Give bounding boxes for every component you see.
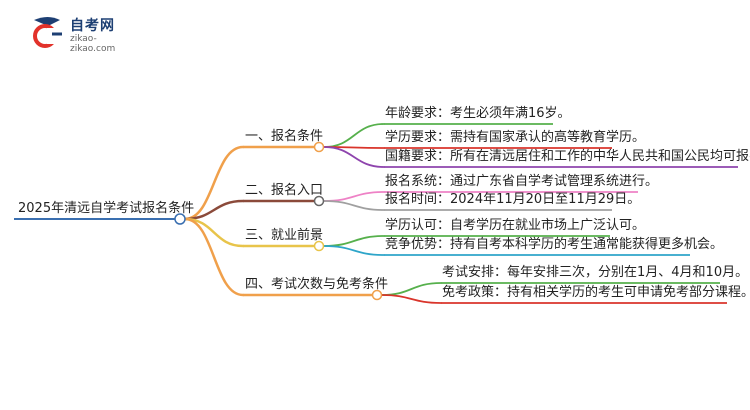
branch-node <box>313 141 325 153</box>
branch-node <box>313 195 325 207</box>
leaf-label: 报名时间：2024年11月20日至11月29日。 <box>385 192 641 207</box>
branch-node <box>313 240 325 252</box>
leaf-label: 报名系统：通过广东省自学考试管理系统进行。 <box>385 174 659 189</box>
leaf-label: 国籍要求：所有在清远居住和工作的中华人民共和国公民均可报名。 <box>385 149 750 164</box>
branch-node <box>371 289 383 301</box>
branch-to-leaf-connector <box>323 200 385 211</box>
branch-to-leaf-connector <box>323 235 385 247</box>
site-logo[interactable]: 自考网 zikao-zikao.com <box>30 14 140 54</box>
branch-label: 一、报名条件 <box>245 129 324 144</box>
root-node <box>174 213 186 225</box>
branch-to-leaf-connector <box>323 191 385 202</box>
logo-title: 自考网 <box>70 18 115 34</box>
logo-url: zikao-zikao.com <box>70 34 116 54</box>
branch-to-leaf-connector <box>381 282 442 296</box>
branch-to-leaf-connector <box>323 146 385 168</box>
root-to-branch-connector <box>183 217 245 297</box>
leaf-label: 竞争优势：持有自考本科学历的考生通常能获得更多机会。 <box>385 237 724 252</box>
branch-label: 四、考试次数与免考条件 <box>245 277 389 292</box>
leaf-label: 年龄要求：考生必须年满16岁。 <box>385 106 571 121</box>
leaf-label: 免考政策：持有相关学历的考生可申请免考部分课程。 <box>442 285 750 300</box>
leaf-label: 考试安排：每年安排三次，分别在1月、4月和10月。 <box>442 265 749 280</box>
leaf-label: 学历认可：自考学历在就业市场上广泛认可。 <box>385 218 646 233</box>
branch-label: 三、就业前景 <box>245 228 324 243</box>
branch-to-leaf-connector <box>381 294 442 304</box>
branch-to-leaf-connector <box>323 245 385 256</box>
root-to-branch-connector <box>183 145 245 221</box>
leaf-label: 学历要求：需持有国家承认的高等教育学历。 <box>385 130 646 145</box>
branch-to-leaf-connector <box>323 123 385 148</box>
branch-label: 二、报名入口 <box>245 183 324 198</box>
logo-mark-icon <box>33 17 62 48</box>
root-topic: 2025年清远自学考试报名条件 <box>18 201 195 216</box>
